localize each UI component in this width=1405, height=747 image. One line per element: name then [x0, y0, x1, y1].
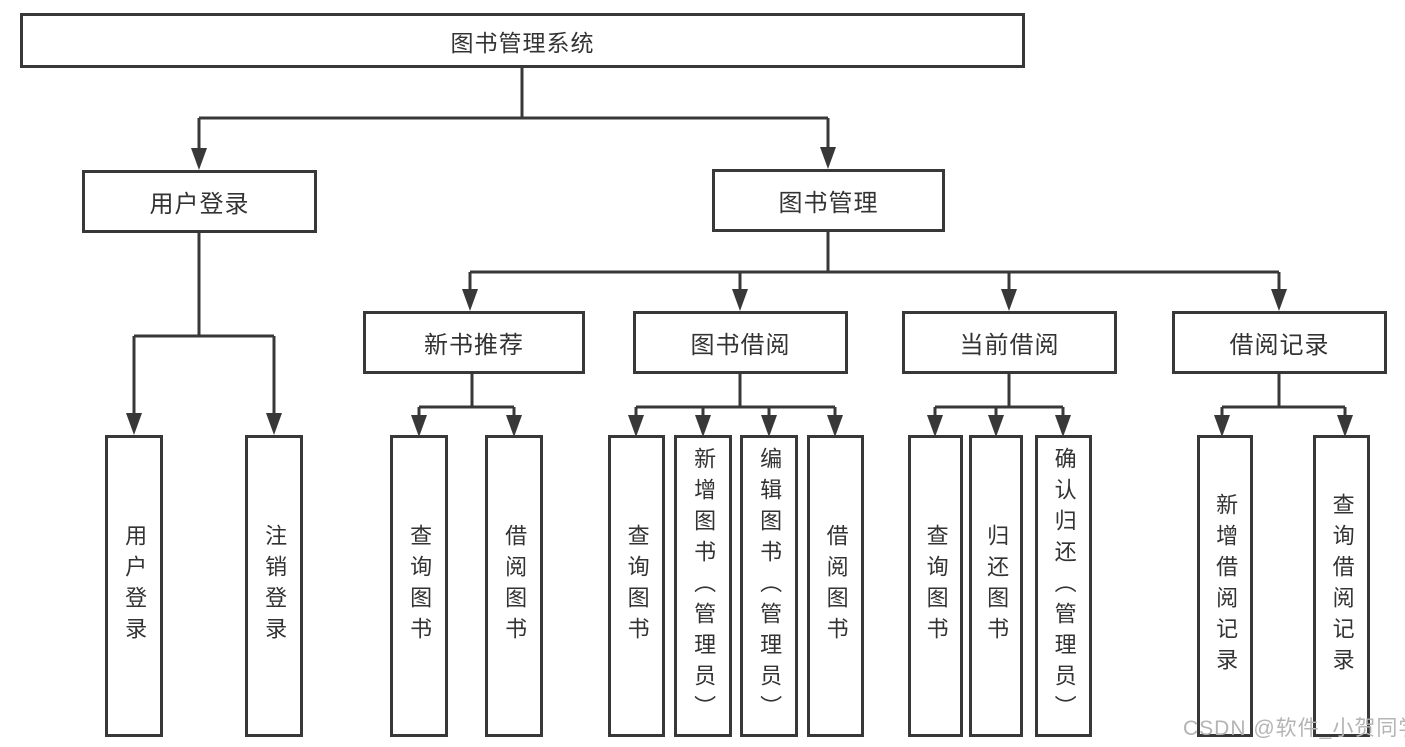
leaf-bb-add-books-admin: 新增图书（管理员）	[674, 435, 732, 737]
node-borrow-records: 借阅记录	[1172, 311, 1387, 374]
arrowhead	[827, 415, 843, 437]
arrowhead	[927, 415, 943, 437]
connector-bookmgmt-children	[462, 232, 1287, 311]
arrowhead	[732, 289, 748, 311]
node-book-management-label: 图书管理	[778, 190, 879, 217]
node-user-login-label: 用户登录	[149, 191, 250, 218]
arrowhead	[820, 147, 836, 169]
arrowhead	[1214, 415, 1230, 437]
connector-newbookrec-children	[411, 374, 522, 437]
node-root-label: 图书管理系统	[450, 29, 595, 56]
leaf-user-login: 用户登录	[105, 435, 163, 737]
node-root-system: 图书管理系统	[20, 13, 1025, 68]
node-current-borrow-label: 当前借阅	[959, 332, 1060, 359]
leaf-nbr-query-books: 查询图书	[390, 435, 448, 737]
node-book-borrow-label: 图书借阅	[690, 332, 791, 359]
node-new-book-recommend-label: 新书推荐	[424, 332, 524, 359]
arrowhead	[1001, 289, 1017, 311]
arrowhead	[126, 413, 142, 435]
leaf-bb-edit-books-admin: 编辑图书（管理员）	[740, 435, 798, 737]
arrowhead	[191, 148, 207, 170]
arrowhead	[411, 415, 427, 437]
leaf-br-query-record: 查询借阅记录	[1313, 435, 1370, 737]
node-current-borrow: 当前借阅	[902, 311, 1117, 374]
leaf-nbr-borrow-books: 借阅图书	[485, 435, 543, 737]
leaf-cb-confirm-return-admin: 确认归还（管理员）	[1035, 435, 1092, 737]
node-borrow-records-label: 借阅记录	[1229, 332, 1330, 359]
leaf-bb-query-books: 查询图书	[608, 435, 665, 737]
arrowhead	[1055, 415, 1071, 437]
arrowhead	[695, 415, 711, 437]
arrowhead	[988, 415, 1004, 437]
arrowhead	[628, 415, 644, 437]
csdn-watermark: CSDN @软件_小贺同学	[1183, 717, 1405, 740]
arrowhead	[506, 415, 522, 437]
leaf-cb-return-books: 归还图书	[969, 435, 1023, 737]
connector-borrowrecords-children	[1214, 374, 1353, 437]
arrowhead	[1271, 289, 1287, 311]
node-user-login: 用户登录	[82, 170, 317, 233]
connector-userlogin-children	[126, 233, 282, 435]
arrowhead	[266, 413, 282, 435]
arrowhead	[761, 415, 777, 437]
connector-root-to-level1	[191, 68, 836, 170]
leaf-logout: 注销登录	[245, 435, 303, 737]
leaf-br-add-record: 新增借阅记录	[1197, 435, 1253, 737]
leaf-bb-borrow-books: 借阅图书	[807, 435, 864, 737]
arrowhead	[1337, 415, 1353, 437]
node-new-book-recommend: 新书推荐	[363, 311, 585, 374]
leaf-cb-query-books: 查询图书	[908, 435, 963, 737]
connector-bookborrow-children	[628, 374, 843, 437]
connector-currentborrow-children	[927, 374, 1071, 437]
arrowhead	[462, 289, 478, 311]
node-book-borrow: 图书借阅	[633, 311, 848, 374]
node-book-management: 图书管理	[712, 169, 945, 232]
